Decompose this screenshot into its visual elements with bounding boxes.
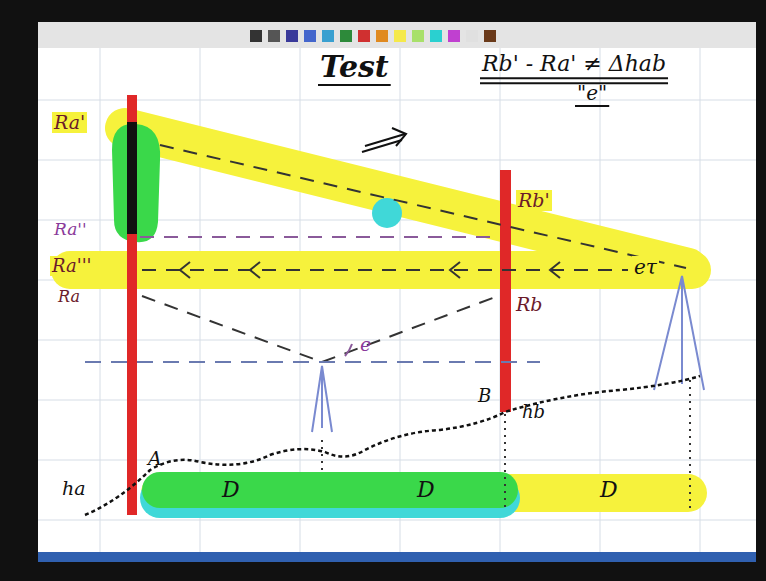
distance-label: D bbox=[598, 478, 620, 502]
height-label: ha bbox=[60, 478, 88, 499]
distance-label: D bbox=[220, 478, 242, 502]
note: "e" bbox=[575, 82, 609, 104]
staff-reading: Ra' bbox=[52, 112, 87, 133]
point-label: B bbox=[476, 386, 493, 406]
title: Test bbox=[318, 50, 391, 83]
point-label: A bbox=[146, 448, 164, 469]
underline bbox=[480, 77, 668, 79]
angle-label: e bbox=[358, 334, 373, 355]
staff-reading: Ra bbox=[56, 288, 82, 306]
underline bbox=[575, 105, 609, 107]
underline bbox=[480, 82, 668, 84]
height-label: hb bbox=[520, 402, 547, 422]
staff-reading: Ra'' bbox=[52, 220, 89, 239]
formula: Rb' - Ra' ≠ Δhab bbox=[480, 52, 668, 76]
staff-reading: Rb' bbox=[516, 190, 552, 211]
collimation-error: eτ bbox=[632, 256, 659, 278]
distance-label: D bbox=[415, 478, 437, 502]
staff-reading: Ra''' bbox=[50, 256, 94, 276]
staff-reading: Rb bbox=[514, 294, 544, 315]
underline bbox=[318, 84, 391, 86]
